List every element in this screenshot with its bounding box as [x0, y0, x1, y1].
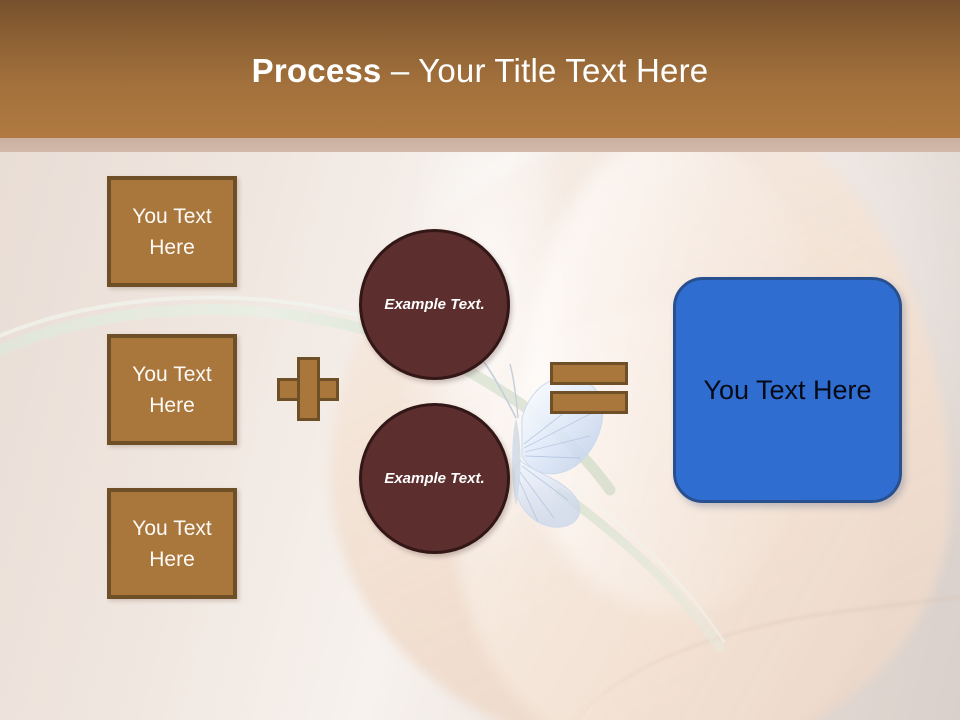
plus-icon: [277, 357, 339, 421]
text-box-2[interactable]: You Text Here: [107, 334, 237, 445]
example-circle-2-label: Example Text.: [384, 469, 485, 487]
result-box[interactable]: You Text Here: [673, 277, 902, 503]
equals-icon-bottom-bar: [550, 391, 628, 414]
slide-header-bar: [0, 0, 960, 138]
slide-header-accent-band: [0, 138, 960, 152]
equals-icon-top-bar: [550, 362, 628, 385]
text-box-2-label: You Text Here: [132, 362, 212, 417]
text-box-3-label: You Text Here: [132, 516, 212, 571]
example-circle-1[interactable]: Example Text.: [359, 229, 510, 380]
plus-icon-center-fill: [300, 381, 317, 398]
page-title-strong: Process: [251, 52, 382, 89]
text-box-3[interactable]: You Text Here: [107, 488, 237, 599]
equals-icon: [550, 362, 628, 414]
page-title: Process – Your Title Text Here: [0, 50, 960, 92]
example-circle-2[interactable]: Example Text.: [359, 403, 510, 554]
result-box-label: You Text Here: [703, 374, 872, 405]
example-circle-1-label: Example Text.: [384, 295, 485, 313]
text-box-1[interactable]: You Text Here: [107, 176, 237, 287]
page-title-rest: – Your Title Text Here: [381, 52, 709, 89]
text-box-1-label: You Text Here: [132, 204, 212, 259]
